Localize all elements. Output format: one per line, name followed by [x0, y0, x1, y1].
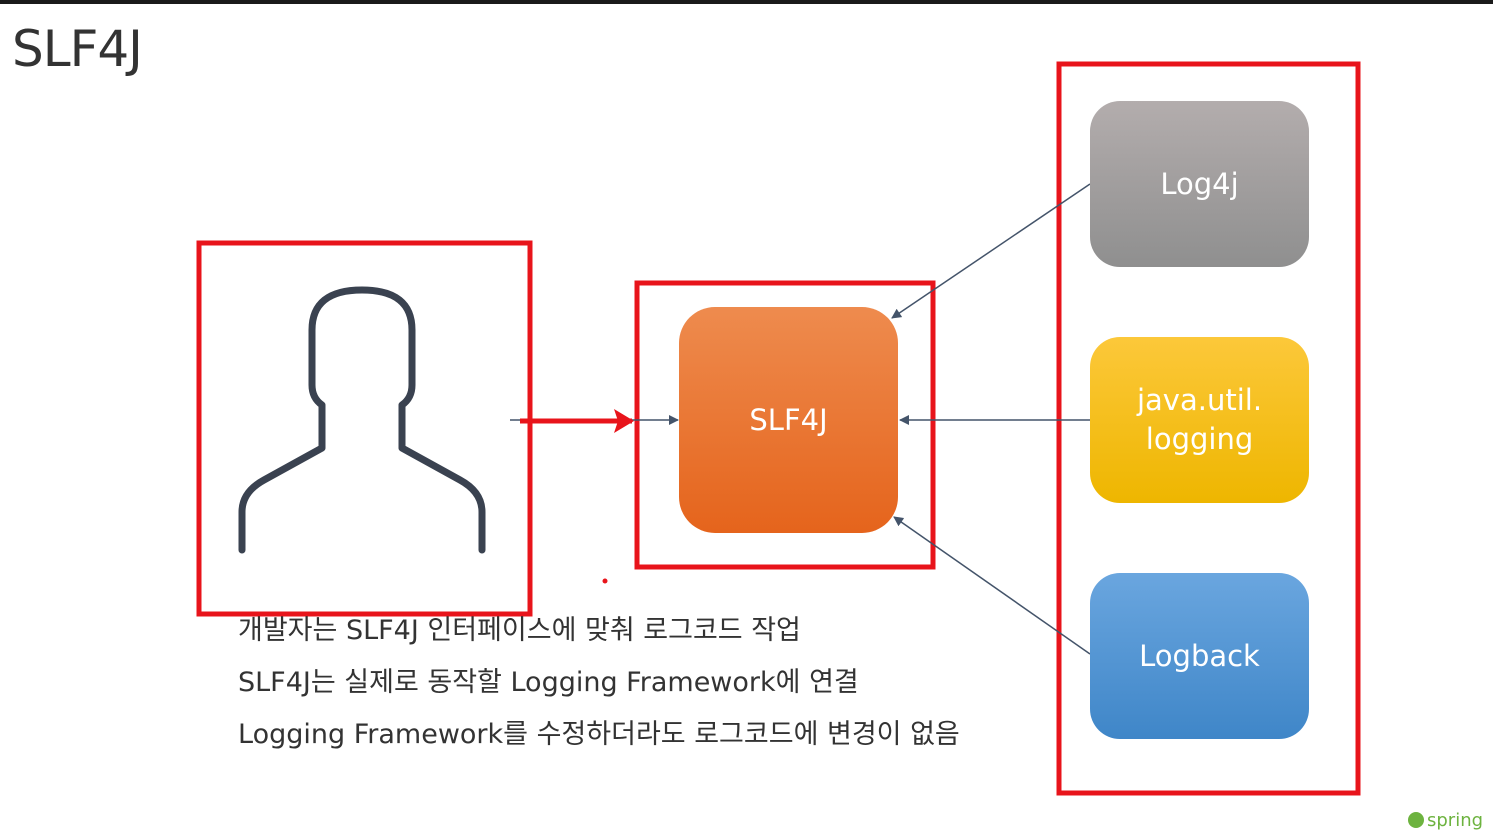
jul-box	[1090, 337, 1309, 503]
note-line-3: Logging Framework를 수정하더라도 로그코드에 변경이 없음	[238, 719, 960, 750]
slf4j-highlight-frame	[634, 280, 936, 570]
top-bar	[0, 0, 1493, 4]
red-dot	[602, 578, 608, 584]
log4j-connector	[891, 183, 1091, 319]
spring-leaf-icon	[1408, 812, 1424, 828]
slf4j-box	[679, 307, 898, 533]
developer-highlight-frame	[196, 240, 533, 617]
note-line-1: 개발자는 SLF4J 인터페이스에 맞춰 로그코드 작업	[238, 615, 801, 646]
slf4j-box-label: SLF4J	[749, 402, 828, 437]
logback-box	[1090, 573, 1309, 739]
log4j-box	[1090, 101, 1309, 267]
jul-box-label: java.util. logging	[1136, 383, 1263, 456]
user-silhouette-icon	[238, 286, 486, 554]
spring-logo: spring	[1408, 809, 1484, 831]
spring-logo-text: spring	[1427, 809, 1484, 831]
log4j-box-label: Log4j	[1160, 166, 1239, 201]
frameworks-highlight-frame	[1056, 61, 1361, 796]
note-line-2: SLF4J는 실제로 동작할 Logging Framework에 연결	[238, 667, 859, 698]
logback-box-label: Logback	[1139, 638, 1260, 673]
logback-connector	[893, 516, 1091, 655]
slide-title: SLF4J	[12, 20, 143, 78]
